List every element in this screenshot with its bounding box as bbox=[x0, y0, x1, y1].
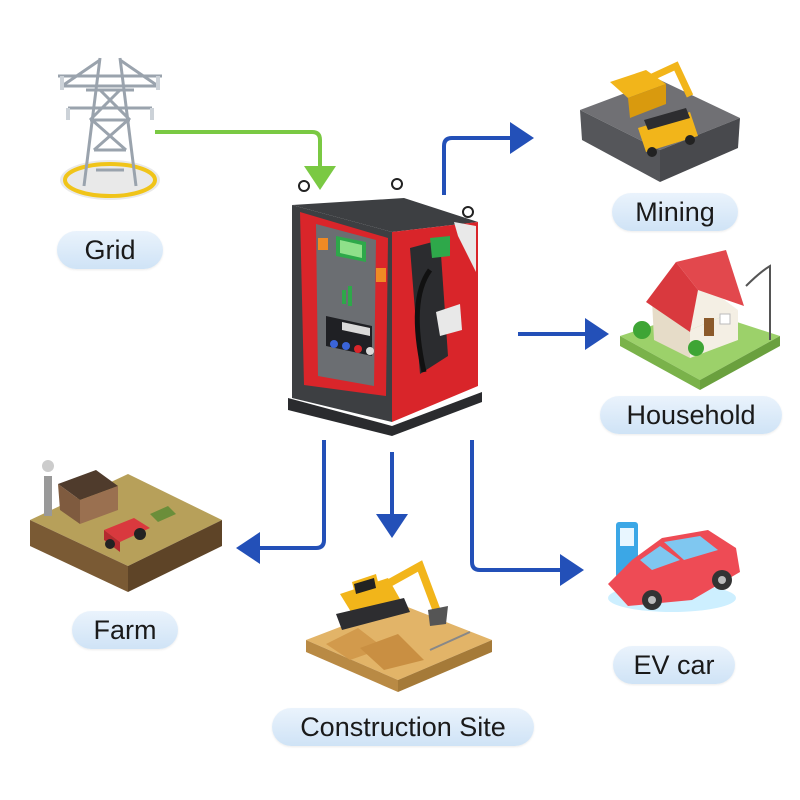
label-mining: Mining bbox=[612, 193, 738, 231]
label-construction-site: Construction Site bbox=[272, 708, 534, 746]
label-ev-car: EV car bbox=[613, 646, 735, 684]
arrow-station-to-mining bbox=[442, 122, 534, 195]
label-farm: Farm bbox=[72, 611, 178, 649]
label-household: Household bbox=[600, 396, 782, 434]
arrow-station-to-ev-car bbox=[470, 440, 584, 586]
label-grid: Grid bbox=[57, 231, 163, 269]
arrow-station-to-farm bbox=[236, 440, 326, 564]
arrow-grid-to-station bbox=[155, 130, 336, 190]
